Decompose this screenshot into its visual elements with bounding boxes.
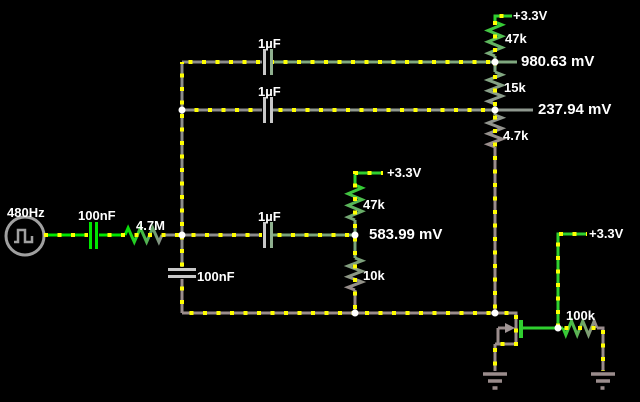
label-res-10k: 10k <box>363 268 385 283</box>
capacitor-mid[interactable] <box>263 97 273 123</box>
square-wave-source[interactable] <box>4 215 46 257</box>
supply-label-top: +3.3V <box>513 8 548 23</box>
voltage-readout-980mv: 980.63 mV <box>521 53 595 70</box>
label-res-47k-div2: 47k <box>363 197 385 212</box>
label-res-100k: 100k <box>566 308 595 323</box>
wire-vcc-top[interactable] <box>493 14 512 22</box>
mosfet-arrow-icon <box>505 323 515 333</box>
voltage-readout-583mv: 583.99 mV <box>369 226 443 243</box>
label-input-cap: 100nF <box>78 208 116 223</box>
resistor-div1-15k[interactable] <box>483 70 507 106</box>
capacitor-filter[interactable] <box>168 268 196 278</box>
wire-100k-to-ground[interactable] <box>597 326 605 371</box>
source-frequency-label: 480Hz <box>7 205 45 220</box>
mosfet-drain[interactable] <box>495 311 518 344</box>
label-input-res: 4.7M <box>136 218 165 233</box>
ground-icon-right[interactable] <box>591 372 615 390</box>
supply-label-right: +3.3V <box>589 226 624 241</box>
label-cap-top: 1µF <box>258 36 281 51</box>
label-cap-mid: 1µF <box>258 84 281 99</box>
supply-label-mid: +3.3V <box>387 165 422 180</box>
label-filter-cap: 100nF <box>197 269 235 284</box>
resistor-div2-10k[interactable] <box>343 256 367 292</box>
label-res-4.7k: 4.7k <box>503 128 529 143</box>
mosfet-source <box>495 328 516 346</box>
capacitor-input[interactable] <box>89 222 98 249</box>
voltage-readout-237mv: 237.94 mV <box>538 101 612 118</box>
square-wave-icon <box>14 228 34 244</box>
current-dots <box>44 14 605 371</box>
ground-icon-left[interactable] <box>483 372 507 390</box>
label-res-47k-div1: 47k <box>505 31 527 46</box>
resistor-div2-47k[interactable] <box>344 183 366 222</box>
resistor-input-4.7M[interactable] <box>123 224 164 246</box>
capacitor-top[interactable] <box>263 49 273 75</box>
capacitor-low[interactable] <box>263 222 273 248</box>
label-cap-low: 1µF <box>258 209 281 224</box>
junction-nodes <box>178 58 562 332</box>
resistor-div1-47k[interactable] <box>483 20 507 58</box>
label-res-15k: 15k <box>504 80 526 95</box>
